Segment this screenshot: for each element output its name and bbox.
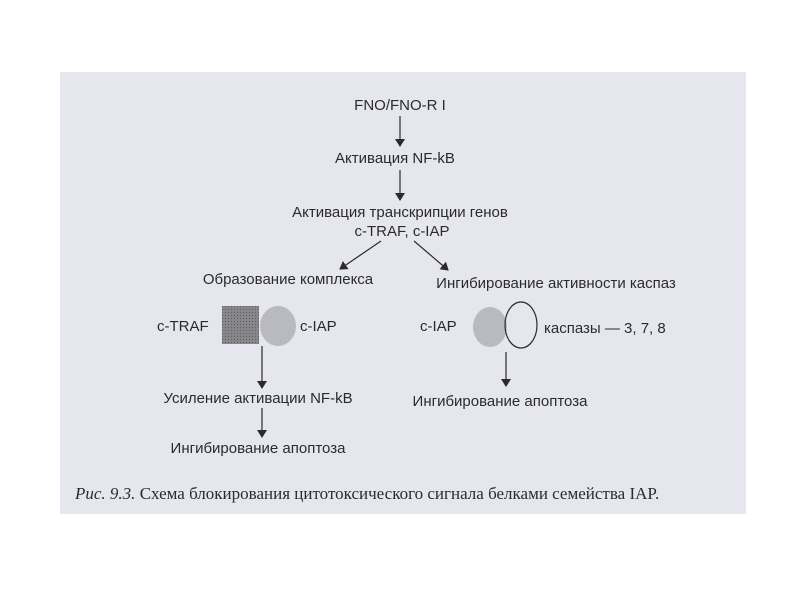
node-caspase-inhibition: Ингибирование активности каспаз	[436, 275, 676, 292]
node-apoptosis-inhibition-right: Ингибирование апоптоза	[413, 393, 589, 410]
caption-text: Схема блокирования цитотоксического сигн…	[135, 484, 659, 503]
label-c-traf: c-TRAF	[157, 318, 209, 335]
label-c-iap-right: c-IAP	[420, 318, 457, 335]
label-c-iap: c-IAP	[300, 318, 337, 335]
node-nfkb-enhancement: Усиление активации NF-kB	[163, 390, 352, 407]
c-iap-circle-right	[473, 307, 507, 347]
caption-prefix: Рис. 9.3.	[74, 484, 135, 503]
node-complex-formation: Образование комплекса	[203, 271, 374, 288]
label-caspases: каспазы — 3, 7, 8	[544, 320, 666, 337]
figure-caption: Рис. 9.3. Схема блокирования цитотоксиче…	[74, 484, 659, 503]
c-traf-square	[222, 306, 259, 344]
node-nfkb-activation: Активация NF-kB	[335, 150, 455, 167]
node-root: FNO/FNO-R I	[354, 97, 446, 114]
node-transcription: Активация транскрипции генов	[292, 204, 508, 221]
arrow-right	[413, 240, 449, 271]
node-transcription-genes: c-TRAF, c-IAP	[354, 223, 449, 240]
caspase-ellipse	[504, 301, 538, 349]
node-apoptosis-inhibition-left: Ингибирование апоптоза	[171, 440, 347, 457]
arrow-left	[339, 240, 382, 270]
c-iap-circle	[260, 306, 296, 346]
